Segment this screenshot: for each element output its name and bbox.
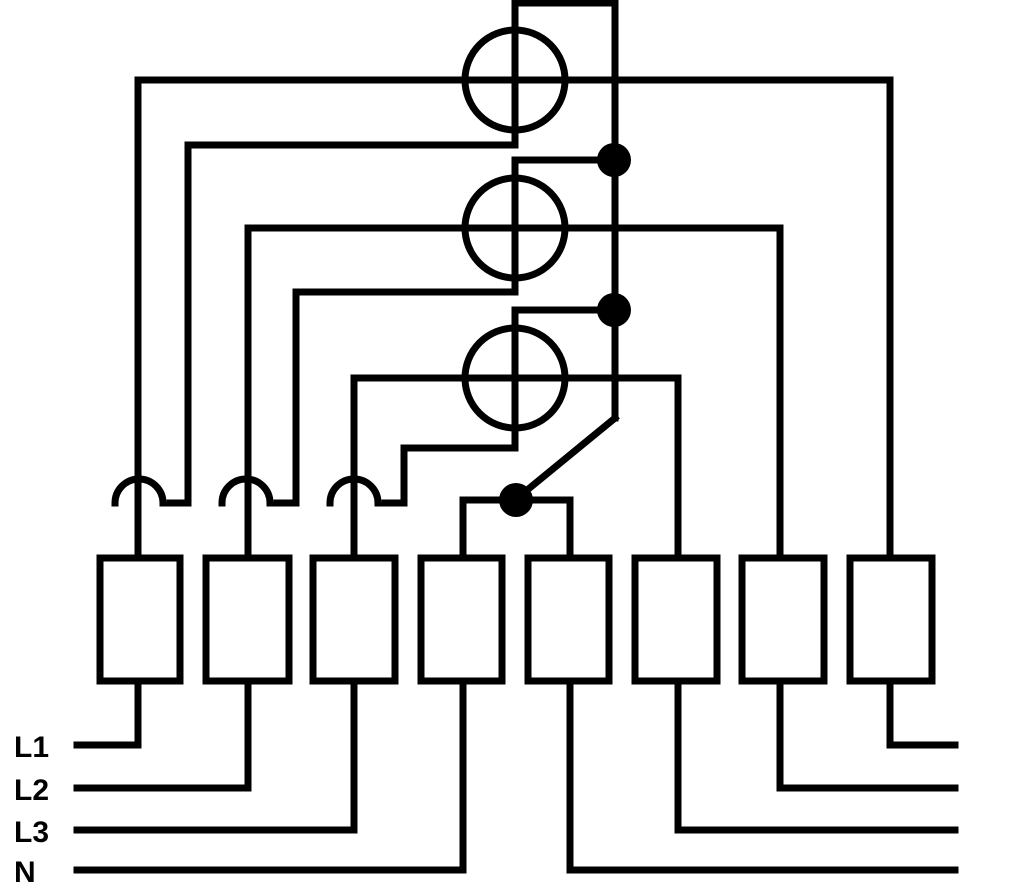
terminal-2 [202,554,293,685]
terminal-6 [631,554,721,685]
coil-3-horizontal-wire [350,374,682,562]
l2-input-wire [73,677,252,792]
label-l3: L3 [14,816,49,849]
ct-arc-l1 [111,475,167,507]
l1-output-wire [886,677,959,749]
terminal-8 [846,554,936,685]
label-n: N [14,856,36,884]
ct-arc-l3 [326,475,382,507]
coil-2-feed-wire [273,156,619,507]
label-l1: L1 [14,731,49,764]
junction-dot-neutral [499,483,533,517]
l3-input-wire [73,677,358,834]
neutral-diagonal-wire [510,413,620,505]
coil-1-horizontal-wire [134,76,894,562]
coil-2-horizontal-wire [244,224,784,562]
coil-3-feed-wire [381,306,619,507]
label-l2: L2 [14,774,49,807]
junction-dot-upper [597,143,631,177]
ct-arc-l2 [218,475,274,507]
junction-dot-middle [597,293,631,327]
terminal-5 [524,554,613,685]
n-output-wire [566,677,959,874]
coil-1-return-wire [166,126,519,507]
terminal-1 [96,554,184,685]
terminal-3 [309,554,399,685]
l1-input-wire [73,677,142,749]
n-input-wire [73,677,467,874]
voltage-loop-wire [511,0,619,422]
l2-output-wire [776,677,959,792]
terminal-7 [738,554,828,685]
l3-output-wire [674,677,959,834]
terminal-4 [417,554,506,685]
